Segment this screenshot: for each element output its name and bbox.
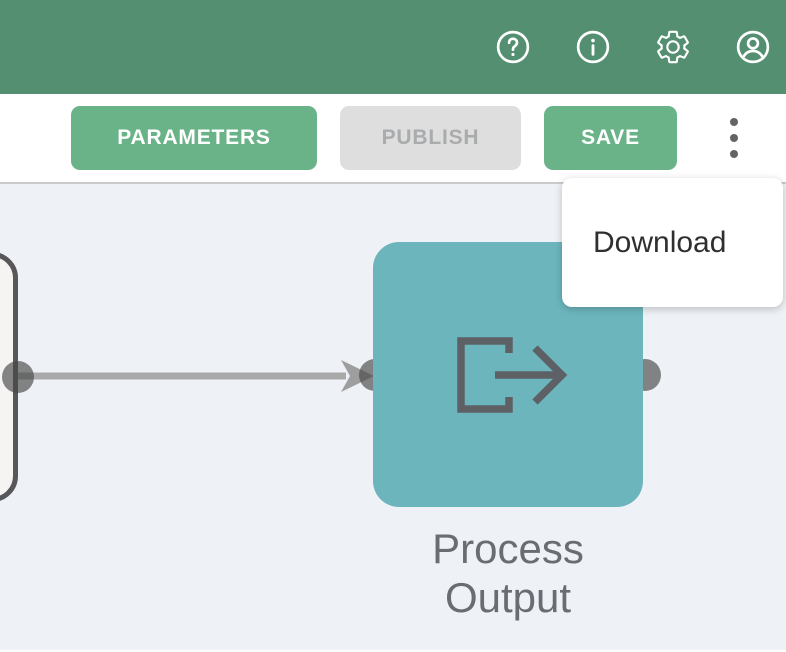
node-label-line2: Output xyxy=(444,574,572,621)
flow-canvas[interactable]: Process Output xyxy=(0,184,786,650)
more-menu-dropdown: Download xyxy=(562,178,783,307)
menu-item-download[interactable]: Download xyxy=(593,225,727,259)
kebab-dot xyxy=(730,134,738,142)
gear-icon xyxy=(657,30,689,64)
export-arrow-icon xyxy=(457,336,568,413)
upstream-output-port[interactable] xyxy=(2,361,34,393)
node-label-line1: Process xyxy=(432,525,584,572)
kebab-dot xyxy=(730,118,738,126)
toolbar: PARAMETERS PUBLISH SAVE xyxy=(0,94,786,184)
save-button[interactable]: SAVE xyxy=(544,106,677,170)
parameters-button[interactable]: PARAMETERS xyxy=(71,106,317,170)
settings-button[interactable] xyxy=(654,28,692,66)
publish-button[interactable]: PUBLISH xyxy=(340,106,521,170)
connection-arrowhead-icon xyxy=(341,360,374,392)
info-icon xyxy=(576,30,610,64)
process-output-node-label: Process Output xyxy=(343,524,673,622)
help-button[interactable] xyxy=(494,28,532,66)
account-icon xyxy=(736,30,770,64)
kebab-dot xyxy=(730,150,738,158)
info-button[interactable] xyxy=(574,28,612,66)
app-bar xyxy=(0,0,786,94)
account-button[interactable] xyxy=(734,28,772,66)
more-options-button[interactable] xyxy=(712,106,756,170)
help-icon xyxy=(496,30,530,64)
